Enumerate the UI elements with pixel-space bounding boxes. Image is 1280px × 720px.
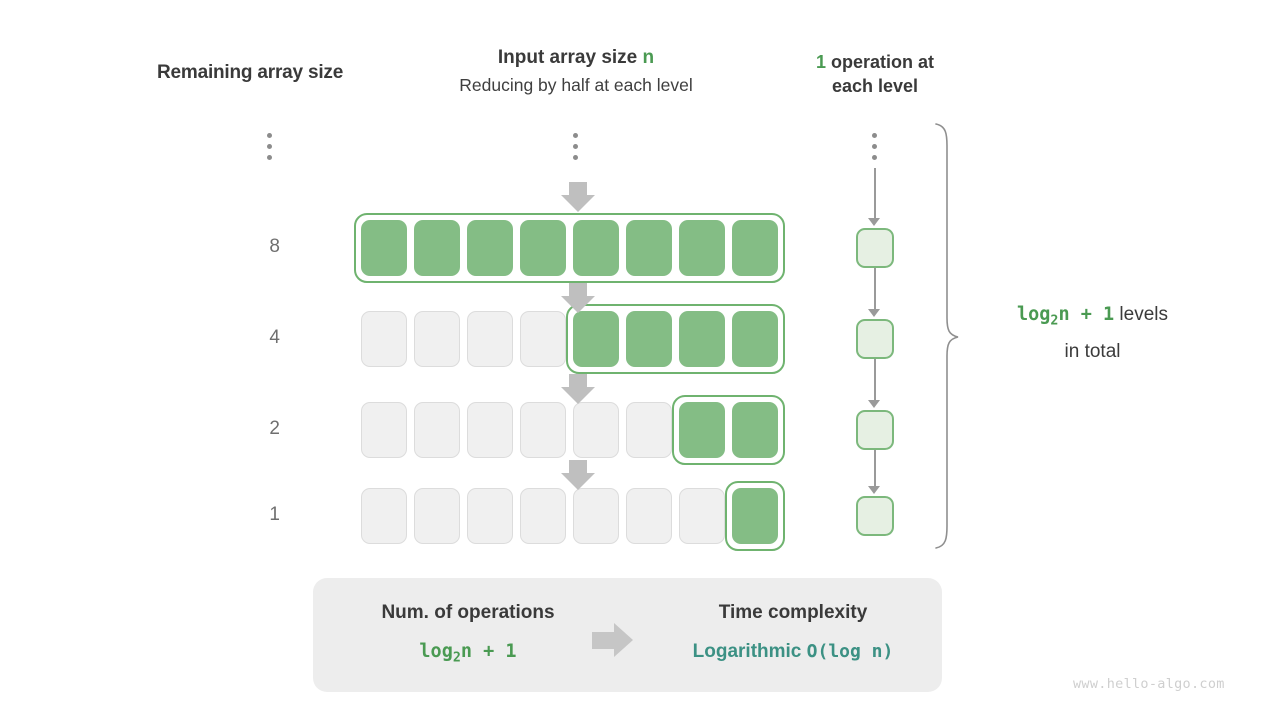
- array-row-level-4: [361, 481, 785, 551]
- array-cell-inactive: [414, 311, 460, 367]
- header-input-array-size-subtitle: Reducing by half at each level: [459, 75, 693, 95]
- active-subarray-outline: [672, 395, 785, 465]
- operation-arrowhead-icon-3: [868, 400, 882, 409]
- total-levels-annotation: log2n + 1 levels in total: [975, 300, 1210, 367]
- array-row-level-3: [361, 395, 785, 465]
- header-operation-count: 1: [815, 52, 826, 72]
- operation-box-level-1: [856, 228, 894, 268]
- summary-arrow-icon: [592, 623, 640, 657]
- array-cell-inactive: [467, 311, 513, 367]
- levels-in-total: in total: [1064, 340, 1121, 362]
- array-cell-inactive: [626, 402, 672, 458]
- summary-operations-title: Num. of operations: [381, 602, 555, 623]
- array-cell-active: [414, 220, 460, 276]
- active-subarray-outline: [725, 481, 785, 551]
- ellipsis-icon-left-column: [267, 133, 272, 160]
- active-subarray-outline: [354, 213, 785, 283]
- row-label-level-2: 4: [269, 327, 280, 348]
- array-cell-inactive: [520, 311, 566, 367]
- levels-word: levels: [1114, 304, 1168, 325]
- array-cell-active: [732, 311, 778, 367]
- row-label-level-1: 8: [269, 236, 280, 257]
- array-cell-inactive: [679, 488, 725, 544]
- array-cell-inactive: [626, 488, 672, 544]
- array-cell-active: [467, 220, 513, 276]
- summary-complexity-value: Logarithmic O(log n): [663, 641, 923, 663]
- array-cell-inactive: [414, 488, 460, 544]
- header-input-array-size-variable: n: [642, 47, 655, 68]
- summary-complexity-title: Time complexity: [718, 602, 868, 623]
- operation-arrowhead-icon-2: [868, 309, 882, 318]
- array-cell-inactive: [520, 402, 566, 458]
- array-cell-active: [520, 220, 566, 276]
- header-input-array-size: Input array size n Reducing by half at e…: [340, 47, 812, 96]
- array-cell-active: [573, 220, 619, 276]
- array-cell-inactive: [467, 402, 513, 458]
- halving-arrow-icon-2: [561, 283, 595, 313]
- array-cell-inactive: [573, 402, 619, 458]
- array-cell-active: [679, 220, 725, 276]
- ellipsis-icon-middle-column: [573, 133, 578, 160]
- array-cell-inactive: [414, 402, 460, 458]
- header-remaining-array-size: Remaining array size: [157, 62, 344, 83]
- array-cell-active: [732, 220, 778, 276]
- active-subarray-outline: [566, 304, 785, 374]
- summary-operations-value: log2n + 1: [419, 641, 517, 666]
- header-operation-line1: operation at: [826, 52, 935, 72]
- array-cell-inactive: [361, 488, 407, 544]
- summary-complexity-bigo: O(log n): [806, 641, 894, 662]
- array-cell-active: [679, 311, 725, 367]
- halving-arrow-icon-1: [561, 182, 595, 212]
- operation-connector-line-2: [874, 268, 876, 310]
- array-cell-inactive: [520, 488, 566, 544]
- operation-connector-line-4: [874, 450, 876, 487]
- array-row-level-1: [354, 213, 785, 283]
- summary-complexity-word: Logarithmic: [692, 641, 802, 662]
- array-cell-active: [626, 311, 672, 367]
- header-input-array-size-text: Input array size: [497, 47, 643, 68]
- operation-arrowhead-icon-4: [868, 486, 882, 495]
- halving-arrow-icon-3: [561, 374, 595, 404]
- total-levels-brace-icon: [935, 123, 959, 549]
- watermark: www.hello-algo.com: [1073, 676, 1225, 692]
- array-cell-inactive: [573, 488, 619, 544]
- array-cell-active: [732, 402, 778, 458]
- row-label-level-4: 1: [269, 504, 280, 525]
- array-cell-active: [573, 311, 619, 367]
- levels-formula: log2n + 1: [1017, 304, 1115, 329]
- array-cell-inactive: [361, 402, 407, 458]
- halving-arrow-icon-4: [561, 460, 595, 490]
- operation-box-level-2: [856, 319, 894, 359]
- ellipsis-icon-right-column: [872, 133, 877, 160]
- array-cell-active: [679, 402, 725, 458]
- array-cell-inactive: [467, 488, 513, 544]
- header-operations-per-level: 1 operation at each level: [780, 50, 970, 98]
- row-label-level-3: 2: [269, 418, 280, 439]
- header-operation-line2: each level: [831, 76, 919, 96]
- operation-arrowhead-icon-1: [868, 218, 882, 227]
- summary-complexity-column: Time complexity Logarithmic O(log n): [663, 602, 923, 663]
- operation-connector-line-1: [874, 168, 876, 219]
- summary-operations-column: Num. of operations log2n + 1: [333, 602, 603, 666]
- array-cell-active: [732, 488, 778, 544]
- array-cell-active: [361, 220, 407, 276]
- array-cell-inactive: [361, 311, 407, 367]
- operation-box-level-3: [856, 410, 894, 450]
- array-row-level-2: [361, 304, 785, 374]
- operation-box-level-4: [856, 496, 894, 536]
- operation-connector-line-3: [874, 359, 876, 401]
- array-cell-active: [626, 220, 672, 276]
